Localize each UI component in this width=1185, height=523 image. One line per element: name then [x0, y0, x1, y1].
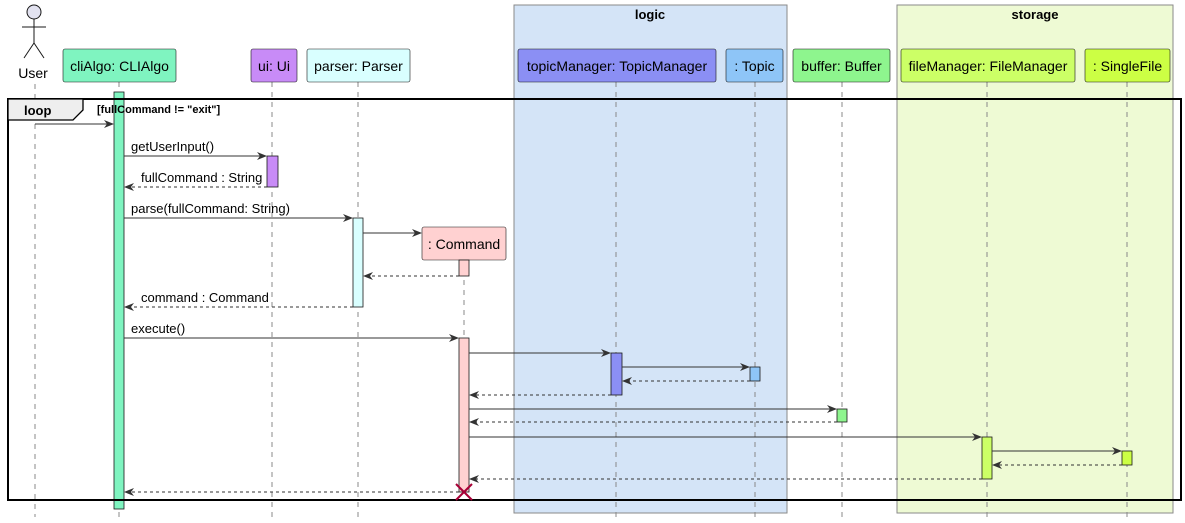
- message-4-label: parse(fullCommand: String): [131, 201, 290, 216]
- activation-cli: [113, 91, 125, 510]
- message-8-label: execute(): [131, 321, 185, 336]
- actor-user: [22, 4, 46, 59]
- activation-parser: [352, 217, 364, 308]
- participant-filemanager-label: fileManager: FileManager: [909, 58, 1068, 74]
- participant-command: : Command: [421, 226, 507, 261]
- participant-topicmanager-label: topicManager: TopicManager: [527, 58, 708, 74]
- message-3-label: fullCommand : String: [141, 170, 262, 185]
- participant-topic: : Topic: [725, 48, 784, 83]
- participant-buffer: buffer: Buffer: [792, 48, 891, 83]
- box-logic-title: logic: [635, 7, 665, 22]
- participant-command-label: : Command: [428, 236, 500, 252]
- participant-ui-label: ui: Ui: [258, 58, 290, 74]
- participant-ui: ui: Ui: [250, 48, 298, 83]
- activation-filemanager: [981, 436, 993, 480]
- participant-singlefile-label: : SingleFile: [1093, 58, 1162, 74]
- participant-parser: parser: Parser: [306, 48, 411, 83]
- destroy-x-icon: [455, 483, 473, 501]
- messages: [35, 120, 1122, 496]
- participant-buffer-label: buffer: Buffer: [801, 58, 882, 74]
- loop-frame: loop [fullCommand != "exit"]: [7, 98, 1182, 501]
- participant-topicmanager: topicManager: TopicManager: [517, 48, 717, 83]
- loop-guard: [fullCommand != "exit"]: [97, 104, 221, 116]
- message-7-label: command : Command: [141, 290, 269, 305]
- participant-singlefile: : SingleFile: [1084, 48, 1171, 83]
- activation-ui: [266, 155, 279, 188]
- actor-user-label: User: [18, 65, 48, 81]
- participant-parser-label: parser: Parser: [314, 58, 403, 74]
- participant-cli: cliAlgo: CLIAlgo: [62, 48, 177, 83]
- box-storage: storage: [896, 4, 1174, 514]
- activation-singlefile: [1121, 450, 1133, 466]
- message-labels: getUserInput() fullCommand : String pars…: [131, 139, 290, 336]
- activation-buffer: [836, 408, 848, 423]
- box-storage-title: storage: [1012, 7, 1059, 22]
- box-logic: logic: [513, 4, 788, 514]
- activation-topic: [749, 366, 761, 382]
- activation-command-init: [458, 259, 470, 277]
- activation-command-exec: [458, 337, 470, 493]
- activation-topicmanager: [610, 352, 623, 396]
- loop-keyword: loop: [24, 103, 51, 118]
- message-2-label: getUserInput(): [131, 139, 214, 154]
- activations: [113, 91, 1133, 510]
- actor-head-icon: [26, 4, 42, 20]
- participant-filemanager: fileManager: FileManager: [900, 48, 1076, 83]
- participant-topic-label: : Topic: [734, 58, 774, 74]
- participant-cli-label: cliAlgo: CLIAlgo: [70, 58, 169, 74]
